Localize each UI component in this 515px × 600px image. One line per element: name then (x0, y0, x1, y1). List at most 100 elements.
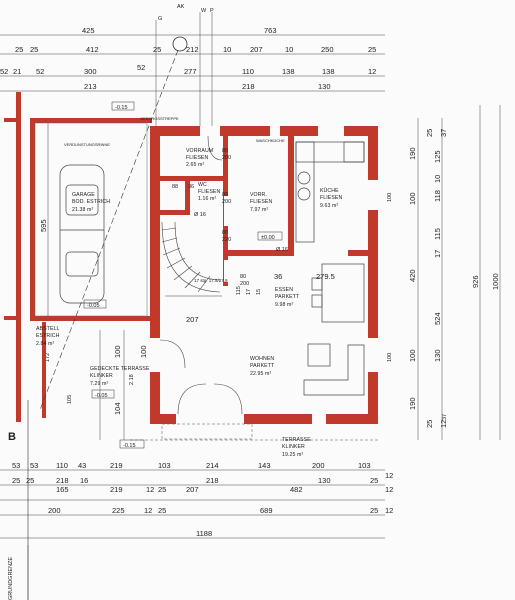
misc-m3: Ø 16 (276, 247, 288, 253)
dim-bot-4c: 12 (144, 506, 152, 515)
door-dimensions: 80 200 88 36 80 200 80 220 80 200 (172, 148, 249, 287)
room-vorr-area: 7.97 m² (250, 207, 268, 213)
dim-top-2c: 412 (86, 45, 99, 54)
door-d9: 80 (240, 274, 246, 280)
geschoss-label: GESCHOSSTREPPE (140, 116, 179, 121)
dimension-lines (0, 12, 501, 600)
terrace-lines (130, 423, 378, 441)
walls-left (4, 92, 152, 422)
dim-bot-3c: 12 (385, 471, 393, 480)
level-1: -0.15 (115, 105, 128, 111)
dim-bot-4d: 25 (158, 506, 166, 515)
dim-left-100b: 100 (139, 345, 148, 358)
walls-main (150, 126, 378, 424)
level-4: ±0.00 (261, 235, 275, 241)
door-d10: 200 (240, 281, 249, 287)
marker-w: W (201, 8, 207, 14)
room-abstell-area: 2.84 m² (36, 341, 54, 347)
dim-left-105: 105 (67, 395, 73, 404)
door-d8: 220 (222, 237, 231, 243)
room-abstell-name: ABSTELL (36, 326, 59, 332)
dim-top-3j: 12 (368, 67, 376, 76)
door-d3: 88 (172, 184, 178, 190)
misc-m5: 115 (236, 286, 242, 295)
dim-top-3c: 52 (36, 67, 44, 76)
room-terrasse-cov-floor: KLINKER (90, 373, 113, 379)
dim-bot-2b: 25 (26, 476, 34, 485)
openings (150, 126, 378, 424)
door-d5: 80 (222, 192, 228, 198)
marker-ak: AK (177, 4, 185, 10)
dim-top-2e: 212 (186, 45, 199, 54)
dim-right-2e: 118 (433, 190, 442, 202)
dim-top-4a: 213 (84, 82, 97, 91)
dim-top-3b: 21 (13, 67, 21, 76)
door-d6: 200 (222, 199, 231, 205)
room-essen-name: ESSEN (275, 287, 293, 293)
dim-bot-2j: 482 (290, 485, 303, 494)
room-terrasse-cov-name: GEDECKTE TERRASSE (90, 366, 150, 372)
room-wc-name: WC (198, 182, 207, 188)
dim-top-2h: 10 (285, 45, 293, 54)
misc-m8: 37 (442, 414, 448, 420)
room-wc-floor: FLIESEN (198, 189, 220, 195)
boundary-label: GRUNDGRENZE (8, 557, 14, 600)
dim-right-3b: 1000 (491, 273, 500, 290)
dim-bot-3a: 165 (56, 485, 69, 494)
dim-right-1b: 100 (408, 192, 417, 205)
level-3: -0.05 (95, 393, 108, 399)
level-2: -0.05 (87, 303, 100, 309)
staircase (161, 221, 222, 297)
room-essen-floor: PARKETT (275, 294, 300, 300)
room-abstell-floor: ESTRICH (36, 333, 60, 339)
misc-m4: Ø 16 (194, 212, 206, 218)
room-kueche-floor: FLIESEN (320, 195, 342, 201)
room-essen-area: 9.98 m² (275, 302, 293, 308)
boundary-line (39, 49, 179, 411)
dim-bot-2l: 25 (370, 476, 378, 485)
stair-steps: 17 stg. 17.5/27.9 (194, 278, 228, 283)
dim-top-4b: 218 (242, 82, 255, 91)
room-vorr-floor: FLIESEN (250, 199, 272, 205)
dim-right-3a: 926 (471, 275, 480, 288)
room-wohnen-name: WOHNEN (250, 356, 274, 362)
room-terrasse-floor: KLINKER (282, 444, 305, 450)
dim-right-2i: 130 (433, 349, 442, 362)
dim-bot-total: 1188 (196, 529, 212, 538)
room-terrasse-cov-area: 7.29 m² (90, 381, 108, 387)
dim-bot-1f: 103 (158, 461, 171, 470)
dim-top-3g: 110 (242, 67, 254, 76)
wasch-label: WASCHKÜCHE (256, 138, 285, 143)
room-vorraum-area: 2.65 m² (186, 162, 204, 168)
misc-m1: 36 (274, 272, 282, 281)
dim-bot-1e: 219 (110, 461, 123, 470)
level-5: -0.15 (123, 443, 136, 449)
stair-dim: 207 (186, 315, 199, 324)
misc-m7: 15 (256, 289, 262, 295)
dim-bot-4g: 12 (385, 506, 393, 515)
dim-bot-1c: 110 (56, 461, 68, 470)
dim-mini-2: 100 (387, 353, 393, 362)
dim-left-172: 172 (45, 353, 51, 362)
dim-top-3f: 277 (184, 67, 197, 76)
room-vorraum-name: VORRAUM (186, 148, 213, 154)
marker-g: G (158, 16, 162, 22)
dim-right-2g: 17 (433, 250, 442, 258)
dim-top-3d: 300 (84, 67, 97, 76)
room-wc-area: 1.16 m² (198, 196, 216, 202)
room-garage-floor: BOD. ESTRICH (72, 199, 110, 205)
dim-bot-2e: 219 (110, 485, 123, 494)
dim-bot-1a: 53 (12, 461, 20, 470)
dim-right-2j: 25 (425, 420, 434, 428)
room-vorraum-floor: FLIESEN (186, 155, 208, 161)
dining-table (311, 263, 365, 323)
dim-bot-1i: 200 (312, 461, 325, 470)
dim-top-3i: 138 (322, 67, 335, 76)
dim-right-2b: 37 (439, 129, 448, 137)
dim-mini-1: 100 (387, 193, 393, 202)
dim-bot-2m: 12 (385, 485, 393, 494)
room-garage-area: 21.38 m² (72, 207, 93, 213)
dim-top-2b: 25 (30, 45, 38, 54)
dim-left-100a: 100 (113, 345, 122, 358)
dim-left-218a: 2.18 (129, 374, 135, 385)
